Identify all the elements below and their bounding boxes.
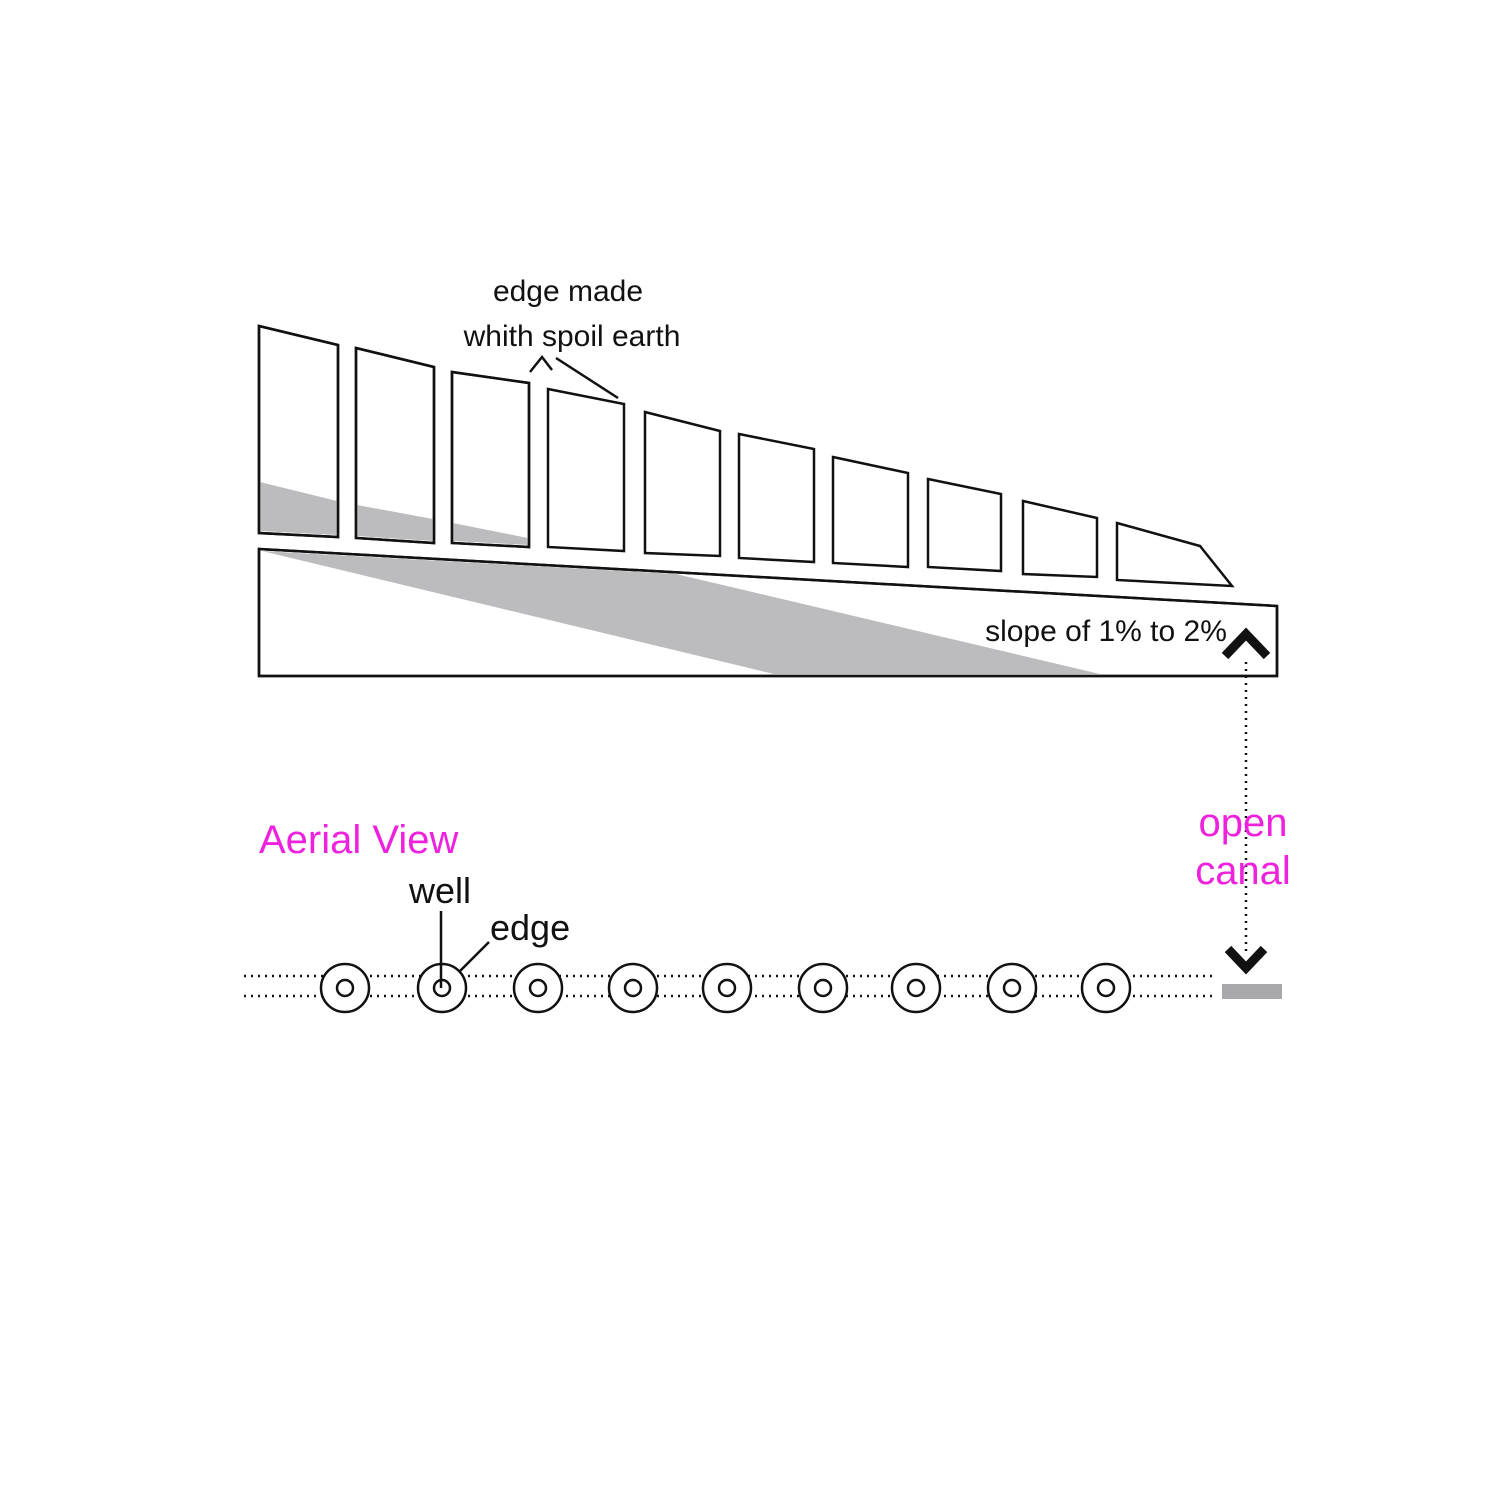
section-view: edge made whith spoil earth slope of 1% … xyxy=(257,275,1279,678)
block-shade xyxy=(260,482,337,535)
shaft-block xyxy=(737,432,816,564)
shaft-blocks xyxy=(257,324,1235,588)
chevron-up-icon xyxy=(1221,627,1271,660)
water-table-band xyxy=(262,551,1100,674)
aerial-view-title: Aerial View xyxy=(259,818,458,862)
block-shading xyxy=(257,324,531,549)
block-shade xyxy=(357,505,433,541)
well-shaft xyxy=(701,962,753,1014)
well-shaft xyxy=(890,962,942,1014)
shaft-block xyxy=(643,410,722,558)
well-label: well xyxy=(408,870,471,911)
edge-made-pointer xyxy=(529,354,619,400)
open-canal-bar xyxy=(1222,984,1282,999)
shaft-block xyxy=(1021,499,1099,579)
shaft-block xyxy=(546,387,626,553)
well-shaft xyxy=(512,962,564,1014)
well-shaft xyxy=(797,962,849,1014)
well-shaft xyxy=(986,962,1038,1014)
shaft-block xyxy=(1115,521,1235,588)
well-shaft xyxy=(1080,962,1132,1014)
aerial-view: Aerial View open canal xyxy=(244,801,1291,1014)
shaft-block xyxy=(831,455,910,569)
slope-label: slope of 1% to 2% xyxy=(985,615,1227,648)
wells xyxy=(319,962,1132,1014)
edge-label: edge xyxy=(490,907,570,948)
edge-made-label-line1: edge made xyxy=(493,275,643,308)
well-shaft xyxy=(607,962,659,1014)
edge-pointer xyxy=(458,941,490,973)
shaft-block xyxy=(450,370,531,549)
chevron-down-icon xyxy=(1224,945,1268,975)
well-shaft xyxy=(319,962,371,1014)
open-canal-label-line1: open xyxy=(1199,801,1288,845)
ground-slab-outline xyxy=(257,547,1279,678)
edge-made-label-line2: whith spoil earth xyxy=(463,320,681,353)
block-shade xyxy=(453,523,528,545)
open-canal-label-line2: canal xyxy=(1195,849,1291,893)
shaft-block xyxy=(926,477,1003,573)
